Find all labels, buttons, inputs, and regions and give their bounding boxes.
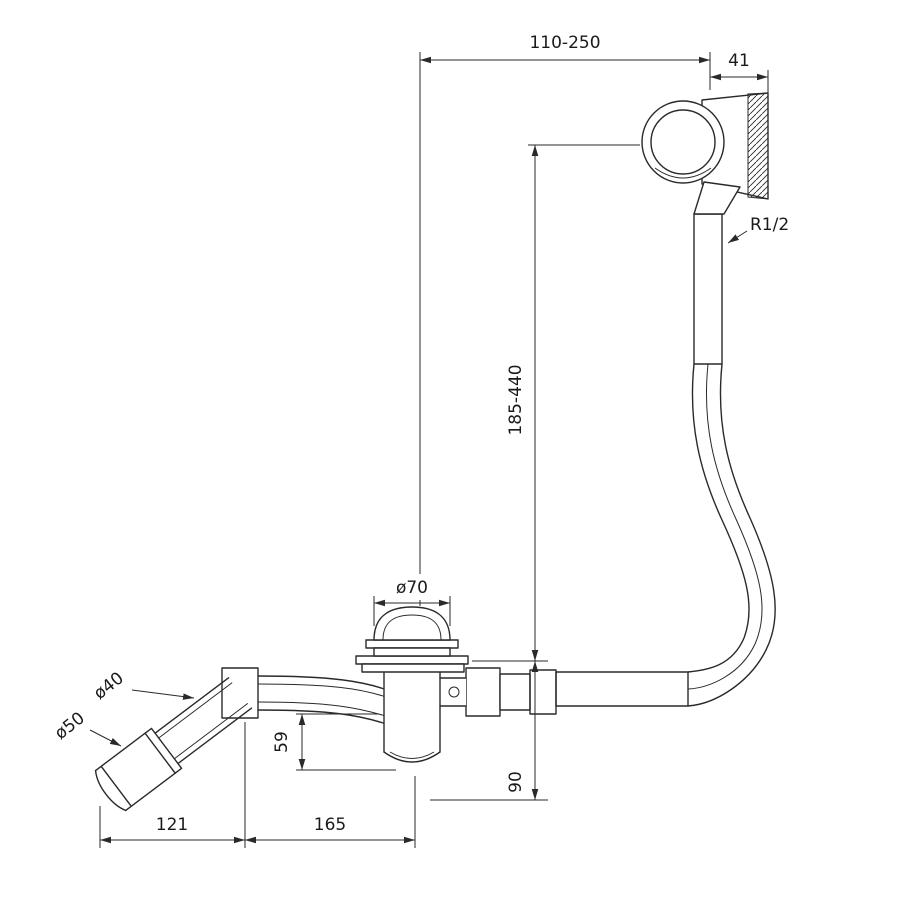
dim-under-height: 90 bbox=[430, 661, 548, 801]
tee-outlet-fill bbox=[440, 678, 466, 706]
label-thread: R1/2 bbox=[727, 215, 789, 244]
joint-nut bbox=[221, 667, 259, 719]
overflow-knob-arc bbox=[654, 167, 712, 179]
drain-cup-fill bbox=[384, 672, 440, 763]
connector-nut bbox=[465, 667, 501, 717]
threaded-pipe bbox=[693, 213, 723, 365]
hose-drain-connector bbox=[465, 667, 557, 717]
tee-pin-hole bbox=[448, 686, 460, 698]
overflow-knob-outer bbox=[641, 100, 725, 184]
dim-body-height: 59 bbox=[272, 713, 396, 771]
dim-label-overflow-width: 41 bbox=[728, 51, 750, 71]
branch-inner-top bbox=[257, 683, 393, 700]
thread-leader-line bbox=[727, 230, 748, 244]
dim-outlet-length: 121 bbox=[99, 722, 246, 848]
outlet-50-leader bbox=[89, 729, 122, 747]
dim-trap-length: 165 bbox=[245, 776, 416, 848]
overflow-bracket-hatch bbox=[747, 92, 769, 200]
plug-plate-lower bbox=[373, 647, 451, 657]
dim-label-under-height: 90 bbox=[506, 771, 526, 793]
outlet-elbow bbox=[94, 677, 253, 812]
plug-plate-upper bbox=[365, 639, 459, 649]
elbow-pipe-inner-walls bbox=[158, 682, 249, 760]
dim-label-plug-diameter: ø70 bbox=[396, 578, 428, 598]
dim-plug-diameter: ø70 bbox=[373, 578, 451, 626]
dim-label-height-range: 185-440 bbox=[506, 364, 526, 435]
hose-wall-mid bbox=[687, 363, 763, 690]
drain-cup-bottom bbox=[383, 751, 441, 763]
overflow-threaded-pipe bbox=[693, 213, 723, 365]
drain-plug-dome-inner bbox=[382, 614, 442, 641]
hose-wall-right bbox=[687, 363, 776, 707]
left-joint-nut bbox=[221, 667, 259, 719]
waste-drain-body bbox=[355, 606, 469, 763]
elbow-fill bbox=[95, 677, 252, 811]
thread-size-label: R1/2 bbox=[750, 215, 789, 235]
overflow-funnel bbox=[693, 181, 741, 215]
hose-wall-left bbox=[687, 363, 750, 673]
label-outlet-50: ø50 bbox=[51, 708, 122, 747]
connector-collar bbox=[529, 669, 557, 715]
left-branch-pipe bbox=[257, 675, 393, 727]
ext-lines-body-height bbox=[296, 713, 396, 771]
drain-top-flange-lower bbox=[361, 663, 465, 673]
overflow-head bbox=[641, 92, 769, 215]
outlet-40-leader bbox=[131, 689, 195, 700]
elbow-sleeve-cap bbox=[94, 769, 127, 812]
elbow-collar bbox=[144, 727, 183, 774]
elbow-sleeve bbox=[94, 732, 176, 812]
connector-sleeve bbox=[499, 673, 531, 711]
dim-overflow-width: 41 bbox=[710, 51, 769, 96]
drain-plug-dome bbox=[373, 606, 451, 641]
tee-outlet-walls bbox=[439, 677, 467, 707]
dim-label-top-span: 110-250 bbox=[529, 33, 600, 53]
branch-wall-top bbox=[257, 675, 393, 693]
overflow-flexible-hose bbox=[555, 363, 776, 707]
overflow-knob-inner bbox=[650, 109, 716, 175]
dim-label-body-height: 59 bbox=[272, 731, 292, 753]
drain-cup-walls bbox=[383, 671, 441, 753]
outlet-40-label: ø40 bbox=[90, 668, 128, 703]
label-outlet-40: ø40 bbox=[90, 668, 195, 704]
branch-inner-bottom bbox=[257, 701, 393, 719]
drain-cup-bottom-inner bbox=[389, 751, 435, 759]
hose-corrugated-section bbox=[555, 671, 689, 707]
drain-top-flange bbox=[355, 655, 469, 665]
dim-height-range: 185-440 bbox=[472, 144, 640, 662]
dim-label-trap-length: 165 bbox=[314, 815, 346, 835]
outlet-50-label: ø50 bbox=[51, 708, 89, 743]
dim-label-outlet-length: 121 bbox=[156, 815, 188, 835]
